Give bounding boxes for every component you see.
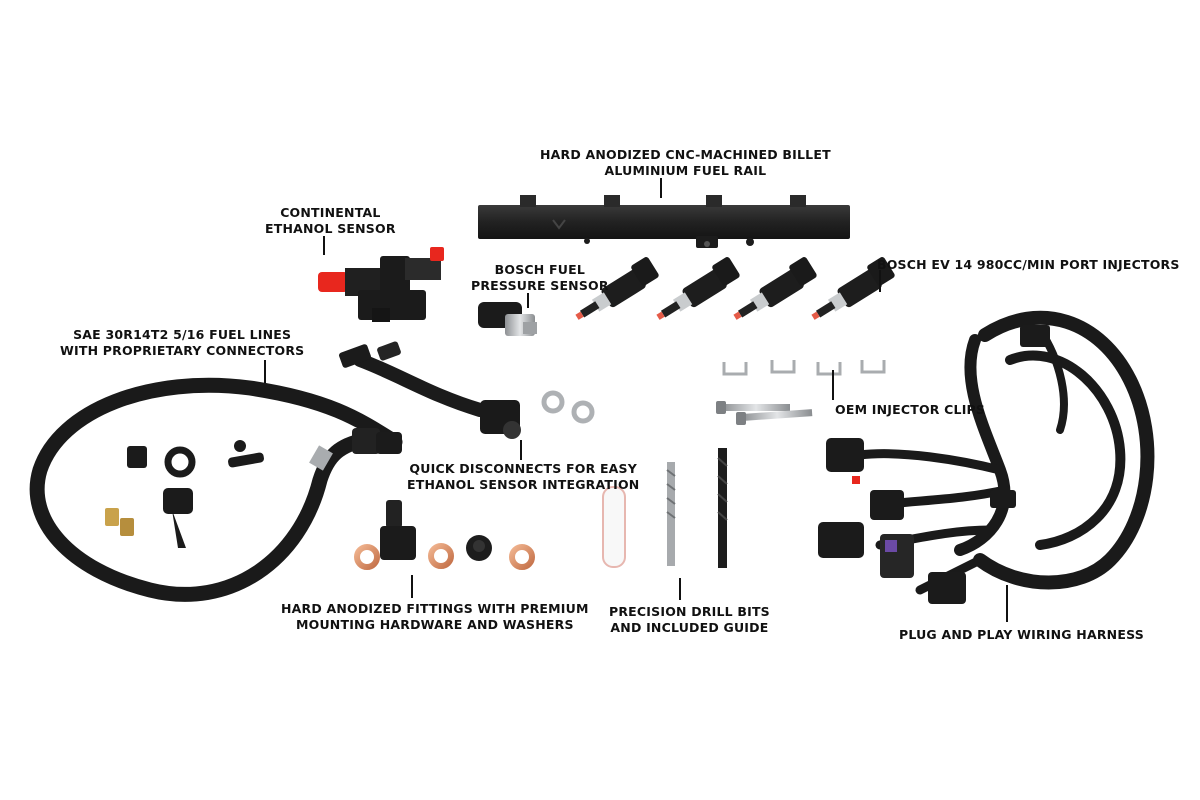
label-pressure-sensor-line-1: BOSCH FUEL <box>494 262 586 277</box>
label-fuel-rail-line-1: HARD ANODIZED CNC-MACHINED BILLET <box>540 147 831 162</box>
mounting-bolts <box>716 401 813 425</box>
copper-washers <box>354 543 535 570</box>
hose-clamps <box>541 390 595 424</box>
label-injector-clips-line-1: OEM INJECTOR CLIPS <box>835 402 986 417</box>
label-drill-bits: PRECISION DRILL BITS AND INCLUDED GUIDE <box>609 604 770 636</box>
label-pressure-sensor: BOSCH FUEL PRESSURE SENSOR <box>471 262 609 294</box>
fuel-injectors <box>575 257 895 320</box>
label-fuel-rail: HARD ANODIZED CNC-MACHINED BILLET ALUMIN… <box>540 147 831 179</box>
anodized-fittings <box>380 500 492 561</box>
pressure-sensor <box>478 302 537 336</box>
label-fittings: HARD ANODIZED FITTINGS WITH PREMIUM MOUN… <box>281 601 589 633</box>
callout-lines <box>264 178 1008 622</box>
ethanol-sensor <box>318 247 444 322</box>
label-quick-disconnects-line-2: ETHANOL SENSOR INTEGRATION <box>407 477 640 492</box>
label-ethanol-sensor-line-1: CONTINENTAL <box>280 205 381 220</box>
label-wiring-harness-line-1: PLUG AND PLAY WIRING HARNESS <box>899 627 1144 642</box>
brass-inserts <box>105 508 134 536</box>
label-fittings-line-2: MOUNTING HARDWARE AND WASHERS <box>295 617 574 632</box>
label-fuel-lines-line-1: SAE 30R14T2 5/16 FUEL LINES <box>73 327 292 342</box>
fuel-rail <box>478 195 850 248</box>
label-pressure-sensor-line-2: PRESSURE SENSOR <box>471 278 609 293</box>
hose-brackets <box>127 440 264 548</box>
label-fuel-rail-line-2: ALUMINIUM FUEL RAIL <box>604 163 767 178</box>
label-fuel-lines-line-2: WITH PROPRIETARY CONNECTORS <box>60 343 305 358</box>
fuel-line-short <box>339 341 521 439</box>
label-drill-bits-line-2: AND INCLUDED GUIDE <box>610 620 769 635</box>
label-injector-clips: OEM INJECTOR CLIPS <box>835 402 985 418</box>
label-ethanol-sensor: CONTINENTAL ETHANOL SENSOR <box>265 205 396 237</box>
injector-clips <box>722 360 886 376</box>
harness-connectors <box>818 325 1050 604</box>
label-wiring-harness: PLUG AND PLAY WIRING HARNESS <box>899 627 1144 643</box>
label-injectors-line-1: BOSCH EV 14 980CC/MIN PORT INJECTORS <box>877 257 1180 272</box>
drill-bits <box>666 448 728 568</box>
label-fittings-line-1: HARD ANODIZED FITTINGS WITH PREMIUM <box>281 601 589 616</box>
label-drill-bits-line-1: PRECISION DRILL BITS <box>609 604 770 619</box>
label-fuel-lines: SAE 30R14T2 5/16 FUEL LINES WITH PROPRIE… <box>60 327 304 359</box>
label-quick-disconnects: QUICK DISCONNECTS FOR EASY ETHANOL SENSO… <box>407 461 639 493</box>
fuel-line-long <box>29 377 403 602</box>
label-quick-disconnects-line-1: QUICK DISCONNECTS FOR EASY <box>409 461 638 476</box>
label-ethanol-sensor-line-2: ETHANOL SENSOR <box>265 221 396 236</box>
drill-guide <box>602 486 626 568</box>
label-injectors: BOSCH EV 14 980CC/MIN PORT INJECTORS <box>877 257 1180 273</box>
